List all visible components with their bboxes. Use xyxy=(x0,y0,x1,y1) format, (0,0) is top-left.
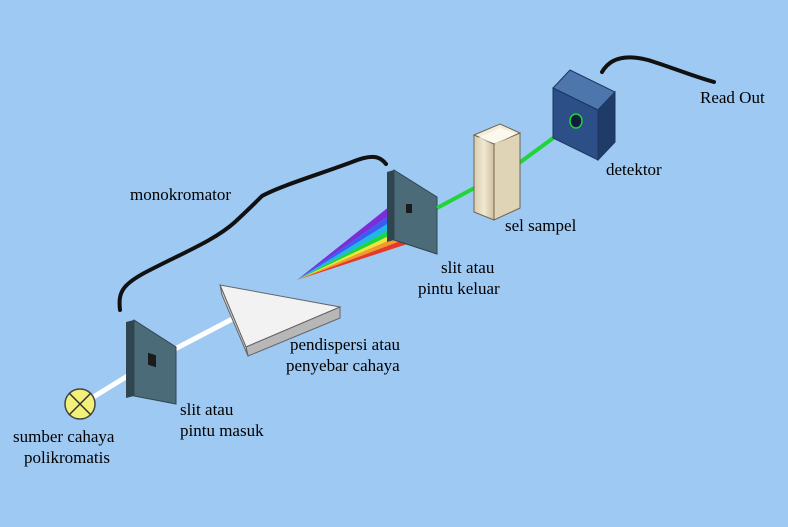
detector-box-icon xyxy=(552,69,616,162)
label-entrance-slit-line-1: slit atau xyxy=(180,400,234,419)
monochromator-brace xyxy=(117,155,388,312)
label-monochromator: monokromator xyxy=(130,185,232,204)
label-disperser-line-1: pendispersi atau xyxy=(290,335,400,354)
prism-icon xyxy=(219,284,342,357)
dispersed-spectrum xyxy=(297,202,426,280)
label-sample-cell: sel sampel xyxy=(505,216,577,235)
label-exit-slit-line-2: pintu keluar xyxy=(418,279,500,298)
lamp-crossed-circle-icon xyxy=(64,388,96,420)
label-entrance-slit-line-2: pintu masuk xyxy=(180,421,264,440)
label-source-line-1: sumber cahaya xyxy=(13,427,115,446)
label-read-out: Read Out xyxy=(700,88,765,107)
entrance-slit xyxy=(126,319,177,405)
exit-slit xyxy=(387,169,438,255)
label-disperser-line-2: penyebar cahaya xyxy=(286,356,400,375)
label-detector: detektor xyxy=(606,160,662,179)
label-exit-slit-line-1: slit atau xyxy=(441,258,495,277)
cuvette-icon xyxy=(472,123,522,221)
monochromatic-beam-1 xyxy=(436,183,481,210)
read-out-cable xyxy=(600,55,716,84)
label-source-line-2: polikromatis xyxy=(24,448,110,467)
